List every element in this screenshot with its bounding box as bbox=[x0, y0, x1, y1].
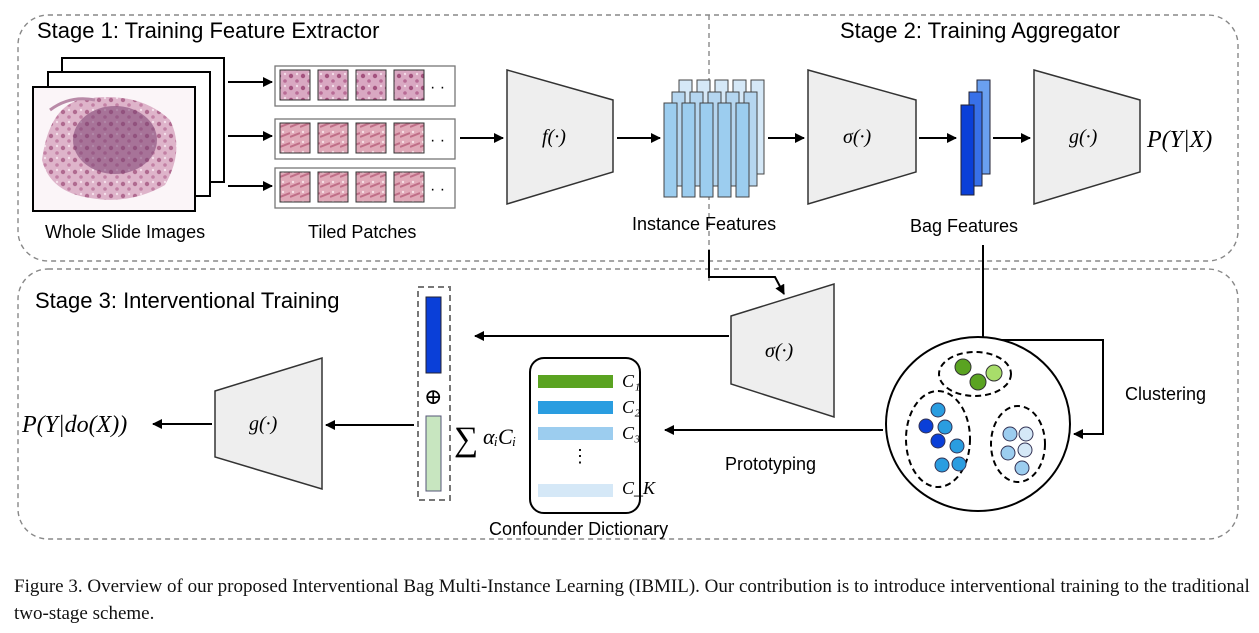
whole-slide-images bbox=[32, 57, 225, 212]
wsi-label: Whole Slide Images bbox=[45, 222, 205, 242]
ck-label: C_K bbox=[622, 478, 656, 498]
clustering-label: Clustering bbox=[1125, 384, 1206, 404]
dict-vdots: ⋮ bbox=[571, 446, 589, 466]
concat-feature-box bbox=[417, 286, 451, 501]
alpha-c-label: αᵢCᵢ bbox=[483, 424, 516, 449]
aggregator-sigma bbox=[807, 69, 917, 206]
feature-extractor-f bbox=[506, 69, 614, 206]
c2-label: C₂ bbox=[622, 397, 640, 417]
stage3-sigma bbox=[730, 282, 835, 419]
figure-caption: Figure 3. Overview of our proposed Inter… bbox=[14, 576, 1250, 624]
bag-feature-bar bbox=[425, 296, 442, 374]
instance-to-sigma3-arrow bbox=[708, 250, 785, 295]
g3-label: g(·) bbox=[249, 413, 278, 435]
c1-label: C₁ bbox=[622, 371, 640, 391]
f-label: f(·) bbox=[542, 126, 566, 148]
confounder-dictionary-label: Confounder Dictionary bbox=[489, 519, 668, 539]
dict-entry-c2 bbox=[538, 401, 613, 414]
p-y-x-output: P(Y|X) bbox=[1146, 127, 1212, 153]
instance-features-label: Instance Features bbox=[632, 214, 776, 234]
patch-ellipsis-1: · · bbox=[430, 79, 445, 96]
bag-features bbox=[960, 79, 991, 196]
cluster-diagram bbox=[885, 336, 1071, 512]
dict-entry-c1 bbox=[538, 375, 613, 388]
bag-features-label: Bag Features bbox=[910, 216, 1018, 236]
patch-ellipsis-2: · · bbox=[430, 132, 445, 149]
stage3-g bbox=[214, 356, 323, 491]
g-label: g(·) bbox=[1069, 126, 1098, 148]
dict-entry-c3 bbox=[538, 427, 613, 440]
stage3-box bbox=[17, 268, 1239, 540]
tiled-patches: · · · · · · bbox=[274, 65, 456, 209]
sigma-label: σ(·) bbox=[843, 126, 872, 148]
stage12-box bbox=[17, 14, 1239, 262]
wsi-to-patches-arrows bbox=[228, 77, 273, 191]
p-y-do-output: P(Y|do(X)) bbox=[21, 412, 127, 438]
concat-oplus: ⊕ bbox=[424, 384, 442, 409]
c3-label: C₃ bbox=[622, 423, 640, 443]
dict-entry-ck bbox=[538, 484, 613, 497]
patch-ellipsis-3: · · bbox=[430, 181, 445, 198]
classifier-g bbox=[1033, 69, 1141, 206]
stage1-title: Stage 1: Training Feature Extractor bbox=[37, 18, 379, 43]
prototyping-label: Prototyping bbox=[725, 454, 816, 474]
tiled-patches-label: Tiled Patches bbox=[308, 222, 416, 242]
sigma3-label: σ(·) bbox=[765, 340, 794, 362]
instance-features bbox=[663, 79, 765, 198]
bag-to-clustering-arrow bbox=[982, 245, 1104, 439]
sum-symbol: ∑ bbox=[454, 421, 478, 458]
stage2-title: Stage 2: Training Aggregator bbox=[840, 18, 1120, 43]
ibmil-overview-diagram: Stage 1: Training Feature Extractor Stag… bbox=[17, 14, 1239, 540]
stage3-title: Stage 3: Interventional Training bbox=[35, 288, 340, 313]
confounder-feature-bar bbox=[425, 415, 442, 492]
